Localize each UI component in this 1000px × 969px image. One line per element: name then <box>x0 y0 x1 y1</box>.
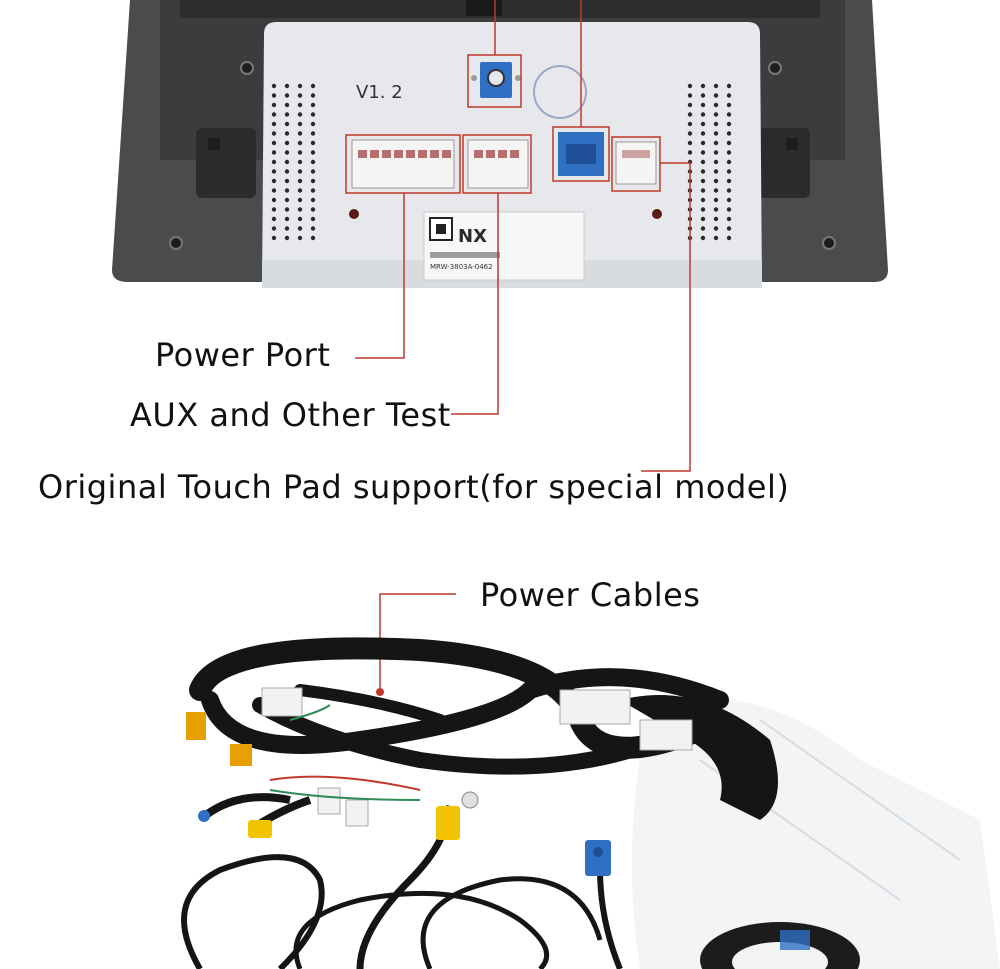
touch-pad-connector <box>558 132 604 176</box>
label-model-text: NX <box>458 226 487 247</box>
head-unit-back: V1. 2 <box>112 0 888 288</box>
small-connector <box>615 141 657 185</box>
power-port-label: Power Port <box>155 336 331 374</box>
vent-holes-left <box>271 83 316 241</box>
vent-holes-right <box>687 83 732 241</box>
screw-icon <box>822 236 836 250</box>
aux-connector <box>467 139 529 189</box>
fakra-connector-top <box>471 62 521 98</box>
callout-lines <box>355 0 691 688</box>
screw-icon <box>240 61 254 75</box>
screw-icon <box>169 236 183 250</box>
aux-test-label: AUX and Other Test <box>130 396 451 434</box>
product-label: NX MRW-3803A-0462 <box>423 211 585 281</box>
cable-harness <box>181 637 1000 969</box>
power-cables-label: Power Cables <box>480 576 701 614</box>
touch-pad-label: Original Touch Pad support(for special m… <box>38 468 790 506</box>
highlight-boxes <box>345 54 661 194</box>
power-port-connector <box>351 139 455 189</box>
label-part-number: MRW-3803A-0462 <box>430 263 493 271</box>
inspection-stamp <box>533 65 587 119</box>
version-marking: V1. 2 <box>356 82 403 103</box>
screw-icon <box>768 61 782 75</box>
